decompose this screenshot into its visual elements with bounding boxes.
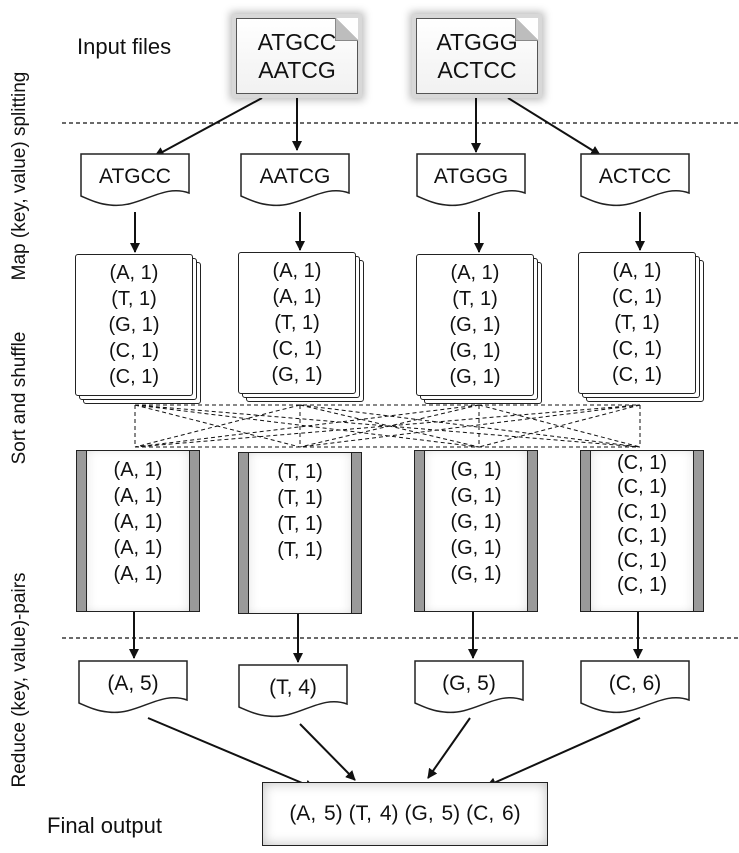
group-pair: (C, 1) xyxy=(617,500,667,523)
map-pair: (A, 1) xyxy=(272,286,322,308)
group-pair: (C, 1) xyxy=(617,452,667,474)
group-pair: (C, 1) xyxy=(617,525,667,548)
input-file-1: ATGCC AATCG xyxy=(236,18,358,94)
map-pair: (G, 1) xyxy=(271,364,323,386)
reduced-text-a: (A, 5) xyxy=(107,672,159,695)
map-pair: (T, 1) xyxy=(111,288,157,310)
split-doc-1 xyxy=(80,153,190,207)
page-fold-icon xyxy=(335,18,358,41)
page-fold-icon xyxy=(515,18,538,41)
group-pair: (A, 1) xyxy=(113,537,163,559)
group-pair: (C, 1) xyxy=(617,476,667,499)
map-pair: (G, 1) xyxy=(449,340,501,362)
group-pair: (C, 1) xyxy=(617,573,667,596)
group-pair: (G, 1) xyxy=(450,511,502,533)
split-doc-2 xyxy=(240,153,350,207)
group-pair: (T, 1) xyxy=(277,461,323,483)
flow-arrow xyxy=(147,717,315,790)
split-doc-3 xyxy=(416,153,526,207)
shuffle-line xyxy=(299,404,480,448)
reduced-doc-g xyxy=(414,660,524,714)
input-files-label: Input files xyxy=(77,34,172,59)
flow-arrow xyxy=(299,723,356,781)
split-doc-4 xyxy=(580,153,690,207)
input-file-1-line1: ATGCC xyxy=(257,28,337,55)
reduced-doc-t xyxy=(238,664,348,718)
map-pair: (G, 1) xyxy=(449,314,501,336)
map-pair: (C, 1) xyxy=(272,338,322,360)
map-pair: (A, 1) xyxy=(612,260,662,282)
final-output-label: Final output xyxy=(47,813,162,838)
group-pair: (G, 1) xyxy=(450,459,502,481)
map-stack-1: (A, 1) (T, 1) (G, 1) (C, 1) (C, 1) xyxy=(75,254,201,404)
shuffle-line xyxy=(134,404,641,448)
group-pair: (G, 1) xyxy=(450,485,502,507)
map-stack-4: (A, 1) (C, 1) (T, 1) (C, 1) (C, 1) xyxy=(578,252,704,402)
group-pair: (A, 1) xyxy=(113,485,163,507)
map-pair: (A, 1) xyxy=(109,262,159,284)
map-pair: (C, 1) xyxy=(109,340,159,362)
final-value-a: (A, 5) xyxy=(289,802,343,825)
map-pair: (A, 1) xyxy=(450,262,500,284)
input-file-1-line2: AATCG xyxy=(258,57,336,83)
reduce-group-c: (C, 1) (C, 1) (C, 1) (C, 1) (C, 1) (C, 1… xyxy=(580,450,704,612)
reduced-text-c: (C, 6) xyxy=(608,672,662,695)
group-pair: (A, 1) xyxy=(113,459,163,481)
flow-arrow xyxy=(154,97,263,157)
flow-arrow xyxy=(486,717,641,787)
side-label-map: Map (key, value) splitting xyxy=(9,71,30,281)
shuffle-line xyxy=(299,404,641,448)
map-pair: (C, 1) xyxy=(612,286,662,308)
shuffle-line xyxy=(134,404,480,448)
map-pair: (A, 1) xyxy=(272,260,322,282)
split-text-1: ATGCC xyxy=(99,165,171,188)
flow-arrow xyxy=(507,97,601,156)
input-file-2-line2: ACTCC xyxy=(437,57,517,83)
group-pair: (A, 1) xyxy=(113,563,163,585)
split-text-4: ACTCC xyxy=(598,165,672,188)
map-pair: (T, 1) xyxy=(452,288,498,310)
map-pair: (T, 1) xyxy=(274,312,320,334)
input-file-2: ATGGG ACTCC xyxy=(416,18,538,94)
group-pair: (A, 1) xyxy=(113,511,163,533)
reduced-text-g: (G, 5) xyxy=(442,672,496,695)
group-pair: (G, 1) xyxy=(450,563,502,585)
reduced-text-t: (T, 4) xyxy=(269,676,317,699)
map-stack-3: (A, 1) (T, 1) (G, 1) (G, 1) (G, 1) xyxy=(416,254,542,404)
map-pair: (C, 1) xyxy=(612,338,662,360)
map-pair: (G, 1) xyxy=(449,366,501,388)
reduce-group-g: (G, 1) (G, 1) (G, 1) (G, 1) (G, 1) xyxy=(414,450,538,612)
group-pair: (C, 1) xyxy=(617,549,667,572)
final-output-box: (A, 5) (T, 4) (G, 5) (C, 6) xyxy=(262,782,548,846)
group-pair: (T, 1) xyxy=(277,539,323,561)
reduce-group-t: (T, 1) (T, 1) (T, 1) (T, 1) xyxy=(238,452,362,614)
reduced-doc-c xyxy=(580,660,690,714)
shuffle-line xyxy=(134,404,480,448)
group-pair: (T, 1) xyxy=(277,513,323,535)
map-pair: (C, 1) xyxy=(612,364,662,386)
split-text-2: AATCG xyxy=(259,165,331,188)
reduced-doc-a xyxy=(78,660,188,714)
group-pair: (T, 1) xyxy=(277,487,323,509)
flow-arrow xyxy=(427,717,471,779)
input-file-2-line1: ATGGG xyxy=(436,28,518,55)
map-stack-2: (A, 1) (A, 1) (T, 1) (C, 1) (G, 1) xyxy=(238,252,364,402)
map-pair: (T, 1) xyxy=(614,312,660,334)
final-value-g: (G, 5) xyxy=(404,802,461,825)
group-pair: (G, 1) xyxy=(450,537,502,559)
map-pair: (C, 1) xyxy=(109,366,159,388)
split-text-3: ATGGG xyxy=(433,165,509,188)
map-pair: (G, 1) xyxy=(108,314,160,336)
shuffle-line xyxy=(134,404,301,448)
final-value-t: (T, 4) xyxy=(348,802,399,825)
side-label-reduce: Reduce (key, value)-pairs xyxy=(9,572,30,788)
side-label-sort: Sort and shuffle xyxy=(9,331,30,465)
final-value-c: (C, 6) xyxy=(466,802,521,825)
reduce-group-a: (A, 1) (A, 1) (A, 1) (A, 1) (A, 1) xyxy=(76,450,200,612)
